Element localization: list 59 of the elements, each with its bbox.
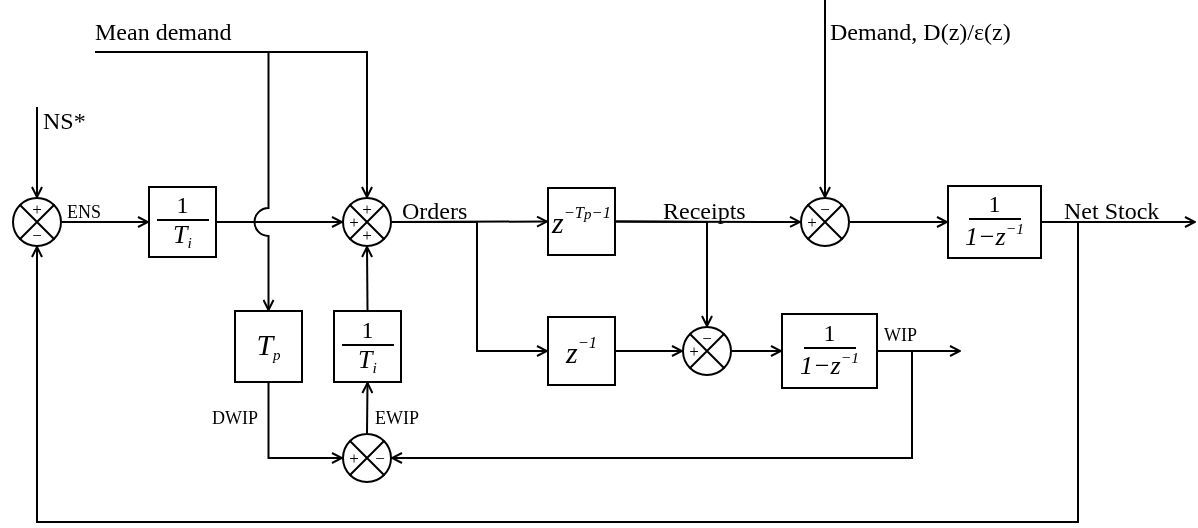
arrow	[94, 51, 275, 311]
sign-label: +	[807, 213, 817, 231]
sign-label: +	[362, 200, 372, 218]
arrow	[615, 345, 683, 357]
summing-junction	[800, 197, 850, 247]
sign-label: −	[702, 329, 712, 347]
transfer-function-block	[547, 187, 616, 256]
arrow	[731, 345, 782, 357]
numerator: 1	[968, 192, 1021, 221]
sign-label: −	[32, 226, 42, 244]
transfer-function-block	[781, 313, 878, 389]
summing-junction	[12, 197, 62, 247]
transfer-function: T$_{p}$	[256, 330, 281, 363]
denominator: 1−z$^{−1}$	[965, 220, 1024, 252]
sign-label: −	[375, 449, 385, 467]
edge-label: EWIP	[375, 409, 419, 427]
transfer-function: z$^{−1}$	[565, 334, 598, 368]
sign-label: +	[362, 226, 372, 244]
edge-label: Receipts	[663, 199, 746, 223]
sign-label: +	[349, 449, 359, 467]
arrow	[361, 246, 374, 311]
arrow	[849, 216, 948, 228]
transfer-function-block	[148, 186, 217, 258]
edge-label: ENS	[67, 203, 101, 221]
sign-label: +	[689, 342, 699, 360]
edge-label: Net Stock	[1064, 199, 1160, 223]
arrow	[61, 216, 149, 228]
arrow	[31, 106, 43, 198]
edge-label: DWIP	[212, 409, 258, 427]
arrow	[267, 382, 343, 464]
numerator: 1	[341, 317, 394, 346]
transfer-function-block	[547, 316, 616, 386]
arrow	[391, 221, 548, 357]
sign-label: +	[32, 200, 42, 218]
summing-junction	[682, 326, 732, 376]
arrow	[615, 215, 801, 228]
denominator: T$_{i}$	[173, 221, 192, 251]
transfer-function-block	[333, 310, 402, 383]
denominator: 1−z$^{−1}$	[800, 349, 859, 381]
numerator: 1	[156, 193, 209, 222]
arrow	[615, 220, 713, 327]
summing-junction	[342, 197, 392, 247]
edge-label: WIP	[884, 326, 917, 344]
signal-label: Mean demand	[95, 20, 270, 52]
numerator: 1	[803, 321, 856, 350]
sign-label: +	[349, 213, 359, 231]
arrow	[819, 0, 831, 198]
signal-label: Demand, D(z)/ε(z)	[825, 0, 1085, 50]
arrow	[216, 216, 343, 228]
arrow	[31, 221, 1079, 523]
arrow	[361, 382, 374, 434]
sign-label: −	[820, 200, 830, 218]
transfer-function-block	[947, 185, 1042, 259]
transfer-function-block	[234, 310, 303, 383]
edge-label: Orders	[402, 199, 468, 223]
summing-junction	[342, 433, 392, 483]
signal-label: NS*	[37, 107, 97, 137]
arrow	[391, 350, 913, 464]
denominator: T$_{i}$	[358, 345, 377, 376]
